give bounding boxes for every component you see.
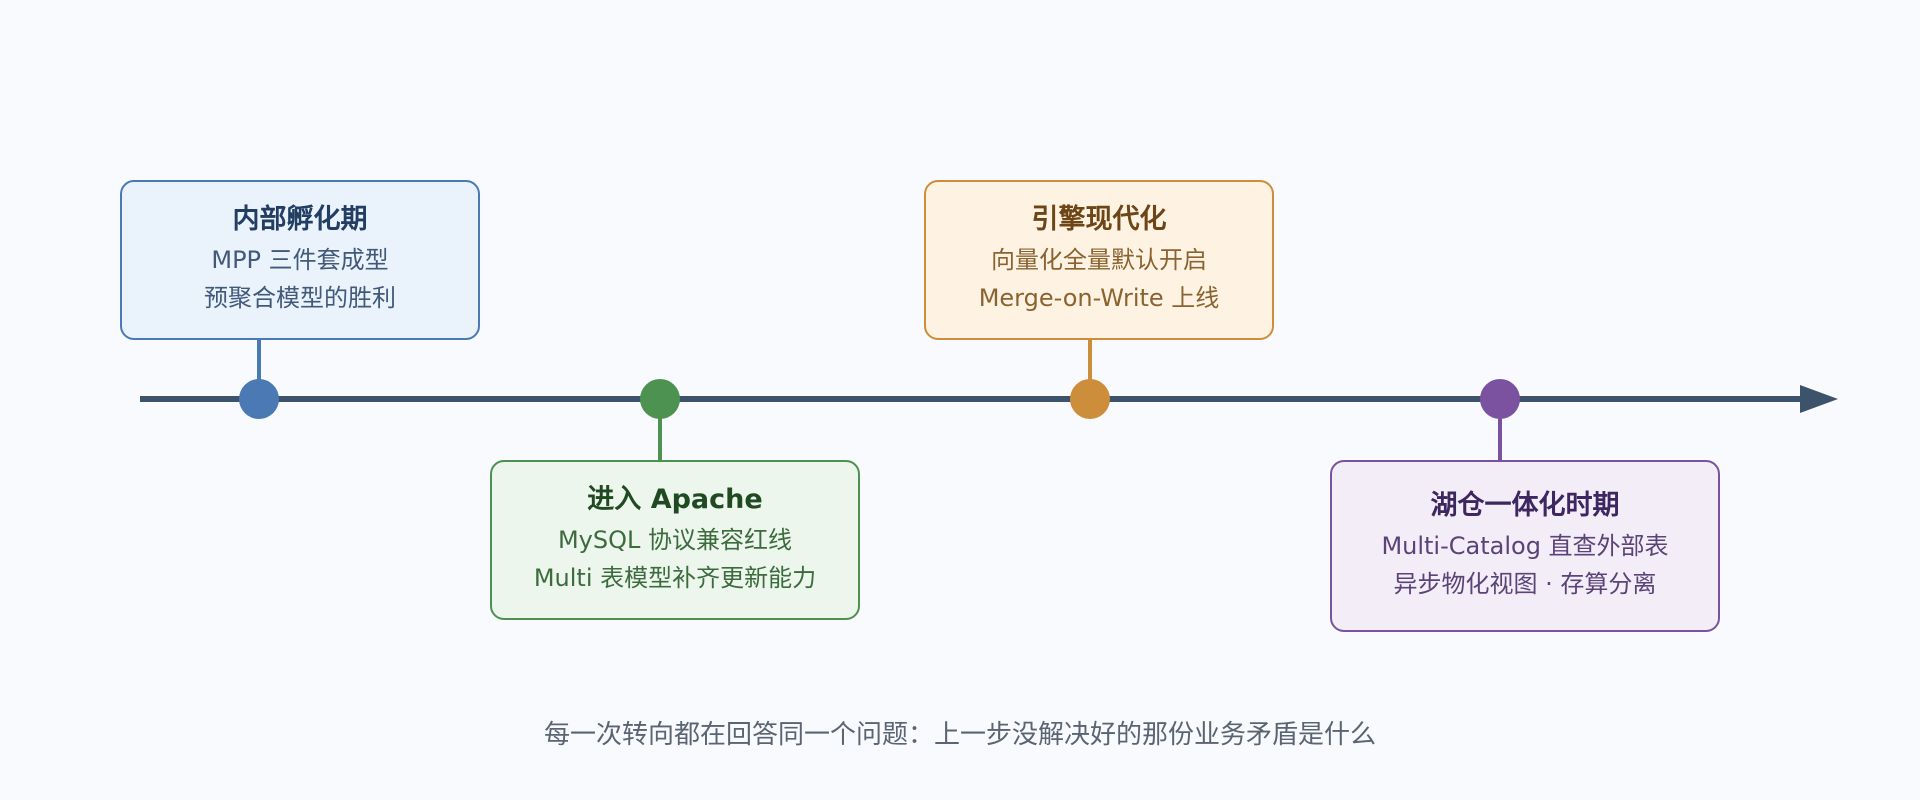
milestone-dot-1 xyxy=(239,379,279,419)
milestone-detail: MPP 三件套成型 xyxy=(211,246,389,274)
milestone-dot-4 xyxy=(1480,379,1520,419)
milestone-detail: Merge-on-Write 上线 xyxy=(978,284,1220,312)
milestone-title: 内部孵化期 xyxy=(232,204,368,235)
milestone-dot-2 xyxy=(640,379,680,419)
milestone-detail: Multi 表模型补齐更新能力 xyxy=(533,564,817,592)
milestone-detail: Multi-Catalog 直查外部表 xyxy=(1381,532,1669,560)
milestone-title: 引擎现代化 xyxy=(1031,204,1167,235)
milestone-title: 进入 Apache xyxy=(587,484,763,515)
timeline-arrowhead xyxy=(1800,385,1838,413)
milestone-card-2: 进入 Apache MySQL 协议兼容红线 Multi 表模型补齐更新能力 xyxy=(490,460,860,620)
milestone-detail: MySQL 协议兼容红线 xyxy=(557,526,793,554)
milestone-detail: 预聚合模型的胜利 xyxy=(204,284,396,312)
milestone-card-1: 内部孵化期 MPP 三件套成型 预聚合模型的胜利 xyxy=(120,180,480,340)
footer-caption: 每一次转向都在回答同一个问题：上一步没解决好的那份业务矛盾是什么 xyxy=(543,720,1376,750)
milestone-card-4: 湖仓一体化时期 Multi-Catalog 直查外部表 异步物化视图 · 存算分… xyxy=(1330,460,1720,632)
milestone-detail: 向量化全量默认开启 xyxy=(991,246,1207,274)
milestone-dot-3 xyxy=(1070,379,1110,419)
milestone-card-3: 引擎现代化 向量化全量默认开启 Merge-on-Write 上线 xyxy=(924,180,1274,340)
milestone-title: 湖仓一体化时期 xyxy=(1430,490,1620,521)
milestone-detail: 异步物化视图 · 存算分离 xyxy=(1393,570,1657,598)
